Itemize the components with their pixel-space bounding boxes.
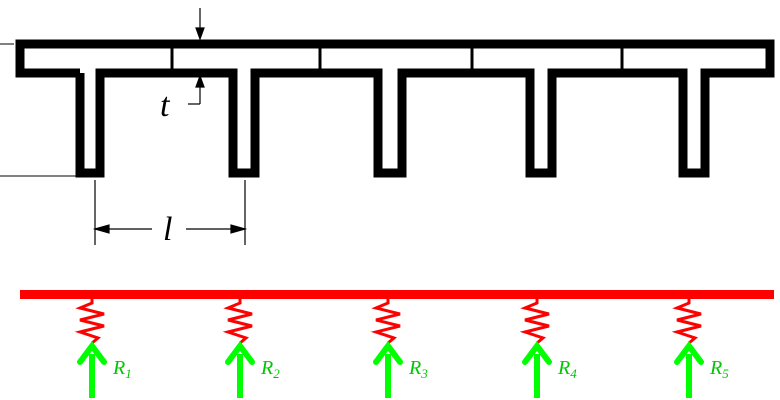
zigzag-spring-icon xyxy=(370,299,401,345)
arrowhead-right-icon xyxy=(230,224,248,234)
support-3: R3 xyxy=(370,299,428,398)
up-arrow-icon xyxy=(522,341,552,398)
reaction-label-r1: R1 xyxy=(112,357,132,381)
spacing-label: l xyxy=(163,211,172,248)
zigzag-spring-icon xyxy=(671,299,702,345)
reaction-label-r4: R4 xyxy=(557,357,577,381)
support-5: R5 xyxy=(671,299,729,398)
up-arrow-icon xyxy=(373,341,403,398)
arrowhead-up-icon xyxy=(195,74,205,88)
reaction-label-r3: R3 xyxy=(408,357,428,381)
ribbed-plate-section xyxy=(15,39,775,178)
thickness-label: t xyxy=(160,87,171,124)
flange-left-end xyxy=(15,39,170,78)
arrowhead-left-icon xyxy=(92,224,110,234)
spring-supports: R1 R2 R3 R4 R5 xyxy=(74,299,729,398)
reaction-label-r2: R2 xyxy=(260,357,280,381)
reaction-label-r5: R5 xyxy=(709,357,729,381)
rib-1 xyxy=(75,68,170,178)
rib-4 xyxy=(470,68,620,178)
arrowhead-down-icon xyxy=(195,27,205,41)
support-4: R4 xyxy=(519,299,577,398)
support-1: R1 xyxy=(74,299,132,398)
up-arrow-icon xyxy=(77,341,107,398)
zigzag-spring-icon xyxy=(222,299,253,345)
beam xyxy=(20,290,774,299)
zigzag-spring-icon xyxy=(74,299,105,345)
support-2: R2 xyxy=(222,299,280,398)
up-arrow-icon xyxy=(674,341,704,398)
thickness-dimension xyxy=(188,8,205,105)
flange-joints xyxy=(170,44,624,73)
rib-5 xyxy=(170,39,775,178)
rib-2 xyxy=(170,68,318,178)
zigzag-spring-icon xyxy=(519,299,550,345)
rib-3 xyxy=(318,68,470,178)
height-dimension xyxy=(0,43,76,177)
spacing-dimension xyxy=(92,180,248,245)
up-arrow-icon xyxy=(225,341,255,398)
